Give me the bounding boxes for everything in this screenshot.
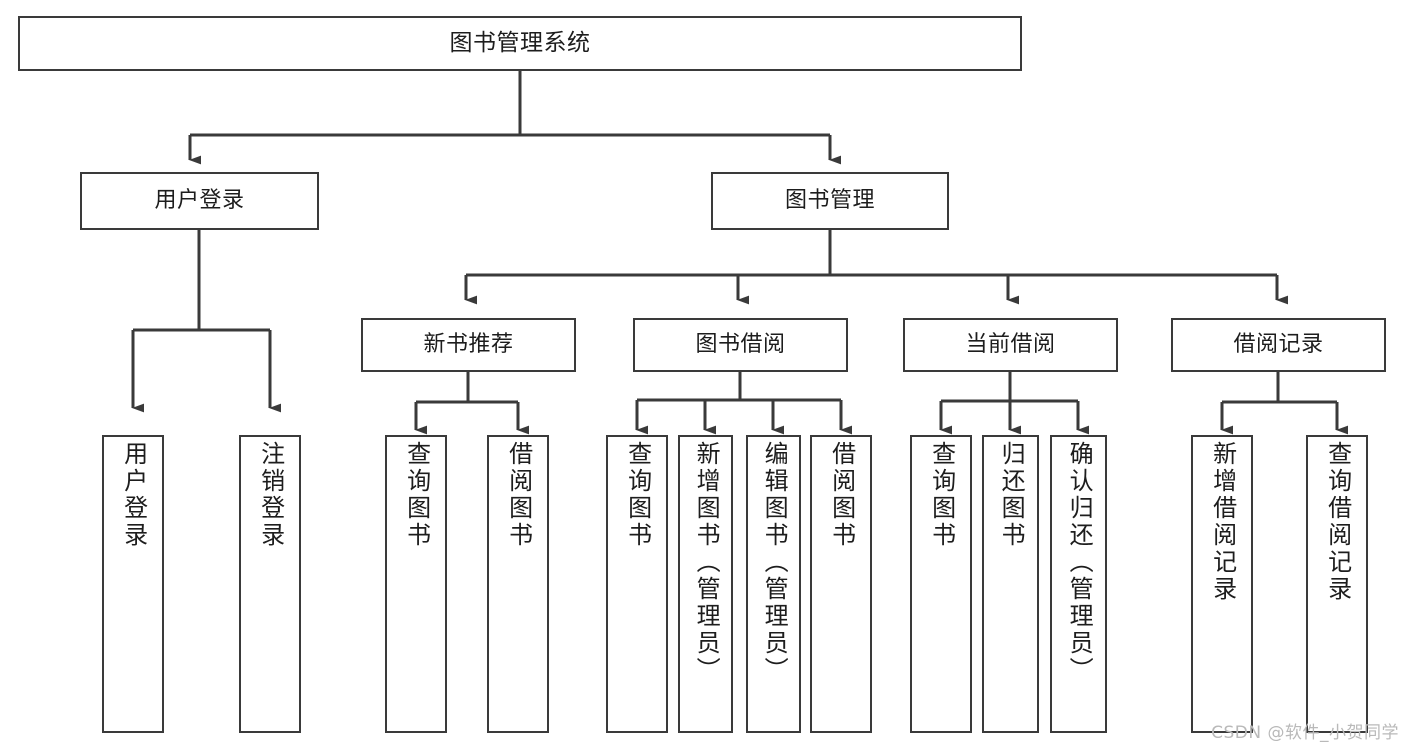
node-label: 借阅记录	[1233, 332, 1324, 358]
node-label: 查询图书	[927, 441, 956, 549]
node-label: 新书推荐	[423, 332, 514, 358]
leaf-query-book-2[interactable]: 查询图书	[606, 435, 668, 733]
leaf-query-book-1[interactable]: 查询图书	[385, 435, 447, 733]
node-label: 用户登录	[154, 188, 245, 214]
leaf-query-record[interactable]: 查询借阅记录	[1306, 435, 1368, 733]
leaf-return-book[interactable]: 归还图书	[982, 435, 1039, 733]
node-book-borrow[interactable]: 图书借阅	[633, 318, 848, 372]
node-label: 当前借阅	[965, 332, 1056, 358]
leaf-user-login[interactable]: 用户登录	[102, 435, 164, 733]
node-label: 查询借阅记录	[1323, 441, 1352, 603]
node-label: 编辑图书（管理员）	[760, 441, 789, 684]
node-label: 借阅图书	[827, 441, 856, 549]
node-label: 图书管理	[784, 188, 875, 214]
node-book-manage[interactable]: 图书管理	[711, 172, 949, 230]
leaf-add-book[interactable]: 新增图书（管理员）	[678, 435, 733, 733]
node-label: 查询图书	[623, 441, 652, 549]
node-label: 查询图书	[402, 441, 431, 549]
leaf-add-record[interactable]: 新增借阅记录	[1191, 435, 1253, 733]
leaf-borrow-book-1[interactable]: 借阅图书	[487, 435, 549, 733]
leaf-borrow-book-2[interactable]: 借阅图书	[810, 435, 872, 733]
node-label: 图书管理系统	[449, 29, 591, 56]
leaf-query-book-3[interactable]: 查询图书	[910, 435, 972, 733]
leaf-edit-book[interactable]: 编辑图书（管理员）	[746, 435, 801, 733]
node-current-borrow[interactable]: 当前借阅	[903, 318, 1118, 372]
node-borrow-record[interactable]: 借阅记录	[1171, 318, 1386, 372]
csdn-watermark: CSDN @软件_小贺同学	[1211, 723, 1399, 743]
node-new-book-recommend[interactable]: 新书推荐	[361, 318, 576, 372]
node-label: 新增借阅记录	[1208, 441, 1237, 603]
node-root-system[interactable]: 图书管理系统	[18, 16, 1022, 71]
node-label: 用户登录	[119, 441, 148, 549]
node-label: 确认归还（管理员）	[1065, 441, 1094, 684]
node-label: 图书借阅	[695, 332, 786, 358]
leaf-confirm-return[interactable]: 确认归还（管理员）	[1050, 435, 1107, 733]
node-label: 借阅图书	[504, 441, 533, 549]
node-user-login[interactable]: 用户登录	[80, 172, 319, 230]
node-label: 新增图书（管理员）	[692, 441, 721, 684]
node-label: 注销登录	[256, 441, 285, 549]
node-label: 归还图书	[997, 441, 1026, 549]
leaf-logout-login[interactable]: 注销登录	[239, 435, 301, 733]
